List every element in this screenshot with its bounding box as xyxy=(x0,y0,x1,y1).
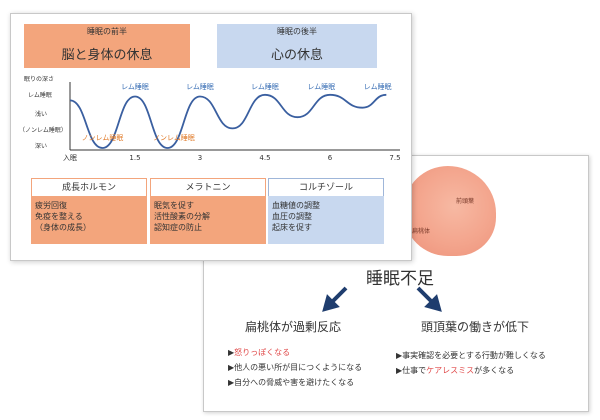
y-level-label: レム睡眠 xyxy=(28,91,52,99)
rem-sleep-label: レム睡眠 xyxy=(251,83,279,91)
y-level-label: 深い xyxy=(35,142,47,150)
bullet-icon: ▶ xyxy=(228,363,235,372)
item-text: 他人の悪い所が目につくようになる xyxy=(234,363,363,372)
x-tick-label: 入眠 xyxy=(63,154,77,162)
phase-sub-label: 睡眠の前半 xyxy=(87,27,127,36)
sleep-shortage-title: 睡眠不足 xyxy=(366,269,434,289)
hormone-effects: 眠気を促す 活性酸素の分解 認知症の防止 xyxy=(150,196,266,244)
parietal-item: ▶仕事でケアレスミスが多くなる xyxy=(396,365,514,376)
y-axis-title: 眠りの深さ xyxy=(24,75,54,83)
parietal-heading: 頭頂葉の働きが低下 xyxy=(421,320,530,334)
phase-main-label: 脳と身体の休息 xyxy=(61,48,153,63)
item-highlight: ケアレスミス xyxy=(426,366,475,375)
phase-main-label: 心の休息 xyxy=(270,48,323,63)
brain-illustration: 前頭葉 扁桃体 xyxy=(404,166,496,256)
hormone-effects: 疲労回復 免疫を整える （身体の成長） xyxy=(31,196,147,244)
x-tick-label: 1.5 xyxy=(129,154,140,162)
amygdala-heading: 扁桃体が過剰反応 xyxy=(245,320,342,334)
sleep-depth-line xyxy=(69,93,387,149)
phase-sub-label: 睡眠の後半 xyxy=(277,27,317,36)
phase-second-half: 睡眠の後半 心の休息 xyxy=(217,24,377,68)
brain-label-amygdala: 扁桃体 xyxy=(412,228,431,235)
item-text: が多くなる xyxy=(474,366,515,375)
x-tick-label: 4.5 xyxy=(259,154,270,162)
bullet-icon: ▶ xyxy=(228,348,235,357)
chart-axes xyxy=(69,82,400,151)
bullet-icon: ▶ xyxy=(228,378,235,387)
non-rem-sleep-label: ノンレム睡眠 xyxy=(153,134,195,142)
item-text: 事実確認を必要とする行動が難しくなる xyxy=(402,351,546,360)
bullet-icon: ▶ xyxy=(396,351,403,360)
arrow-down-left-icon xyxy=(322,286,348,312)
x-tick-label: 7.5 xyxy=(389,154,400,162)
hormone-header: メラトニン xyxy=(150,178,266,198)
y-level-label: 浅い xyxy=(35,110,47,118)
effect-text: （身体の成長） xyxy=(35,223,91,232)
rem-sleep-label: レム睡眠 xyxy=(121,83,149,91)
effect-text: 疲労回復 xyxy=(35,201,67,210)
effect-text: 起床を促す xyxy=(272,223,312,232)
brain-label-frontal: 前頭葉 xyxy=(456,198,475,205)
rem-sleep-label: レム睡眠 xyxy=(307,83,335,91)
bullet-icon: ▶ xyxy=(396,366,403,375)
effect-text: 認知症の防止 xyxy=(154,223,202,232)
y-level-label: （ノンレム睡眠） xyxy=(19,126,67,134)
x-tick-label: 3 xyxy=(198,154,202,162)
hormone-effects: 血糖値の調整 血圧の調整 起床を促す xyxy=(268,196,384,244)
effect-text: 眠気を促す xyxy=(154,201,194,210)
effect-text: 血圧の調整 xyxy=(272,212,312,221)
hormone-header: コルチゾール xyxy=(268,178,384,198)
amygdala-item: ▶自分への脅威や害を避けたくなる xyxy=(228,377,354,388)
hormone-header: 成長ホルモン xyxy=(31,178,147,198)
effect-text: 活性酸素の分解 xyxy=(154,212,210,221)
arrow-down-right-icon xyxy=(416,286,442,312)
amygdala-item: ▶他人の悪い所が目につくようになる xyxy=(228,362,362,373)
parietal-item: ▶事実確認を必要とする行動が難しくなる xyxy=(396,350,546,361)
effect-text: 免疫を整える xyxy=(35,212,83,221)
item-text: 仕事で xyxy=(402,366,427,375)
rem-sleep-label: レム睡眠 xyxy=(364,83,392,91)
rem-sleep-label: レム睡眠 xyxy=(186,83,214,91)
amygdala-item: ▶怒りっぽくなる xyxy=(228,347,290,358)
effect-text: 血糖値の調整 xyxy=(272,201,320,210)
non-rem-sleep-label: ノンレム睡眠 xyxy=(82,134,124,142)
item-text: 自分への脅威や害を避けたくなる xyxy=(234,378,355,387)
item-text: 怒りっぽくなる xyxy=(234,348,291,357)
x-tick-label: 6 xyxy=(328,154,333,162)
phase-first-half: 睡眠の前半 脳と身体の休息 xyxy=(24,24,190,68)
